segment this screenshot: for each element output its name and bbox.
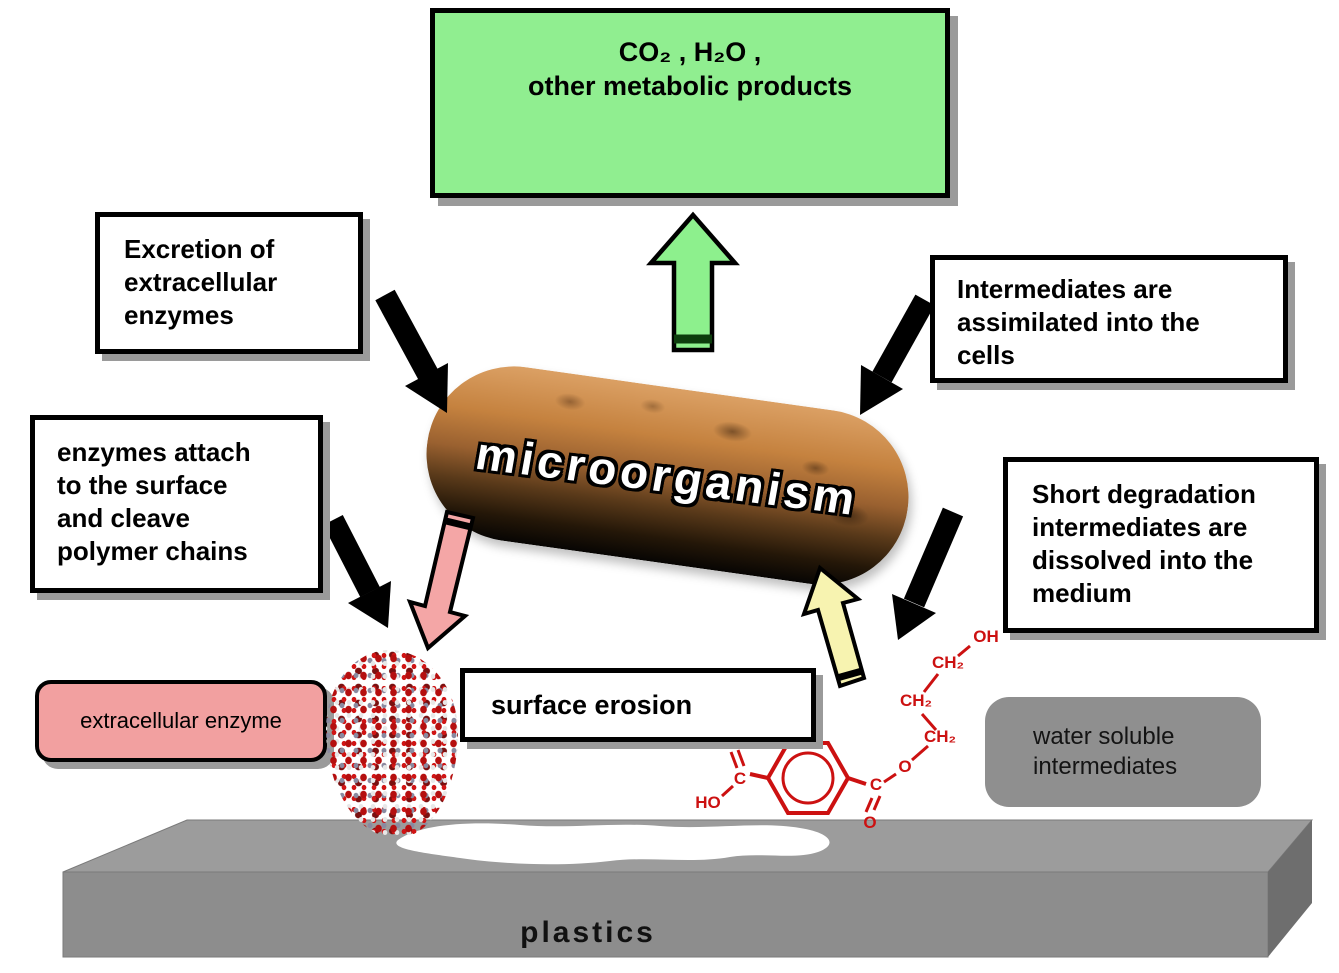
slab-front-face <box>62 871 1269 958</box>
water-soluble-intermediates-label: water soluble intermediates <box>1033 722 1178 780</box>
metabolic-products-label: CO₂ , H₂O , other metabolic products <box>527 37 853 102</box>
surface-erosion-label: surface erosion <box>491 689 693 720</box>
excretion-enzymes-box: Excretion of extracellular enzymes <box>95 212 363 354</box>
extracellular-enzyme-label: extracellular enzyme <box>80 708 282 734</box>
arrow-up-yellow-intermediates-icon <box>800 564 867 689</box>
molecule-o-right: O <box>863 813 876 832</box>
arrow-down-pink-enzyme-icon <box>406 509 476 652</box>
short-degradation-box: Short degradation intermediates are diss… <box>1003 457 1319 633</box>
arrow-intermediates-to-microorganism-icon <box>860 294 935 415</box>
water-soluble-intermediates-box: water soluble intermediates <box>985 697 1261 807</box>
arrow-up-metabolic-products-icon <box>646 211 740 353</box>
molecule-o-ester: O <box>898 757 911 776</box>
molecule-ch2-b: CH₂ <box>900 691 932 710</box>
molecule-ch2-c: CH₂ <box>932 653 964 672</box>
molecule-ch2-a: CH₂ <box>924 727 956 746</box>
intermediates-assimilated-box: Intermediates are assimilated into the c… <box>930 255 1288 383</box>
molecule-oh-top: OH <box>973 627 999 646</box>
benzene-ring-circle <box>781 751 835 805</box>
enzyme-cluster-illustration <box>326 650 458 838</box>
short-degradation-label: Short degradation intermediates are diss… <box>1032 479 1256 609</box>
arrow-degradation-to-molecule-icon <box>892 507 964 640</box>
surface-erosion-pit <box>396 823 830 865</box>
intermediates-assimilated-label: Intermediates are assimilated into the c… <box>957 274 1200 371</box>
metabolic-products-box: CO₂ , H₂O , other metabolic products <box>430 8 950 198</box>
arrow-enzymes-to-cluster-icon <box>323 514 391 628</box>
extracellular-enzyme-box: extracellular enzyme <box>35 680 327 762</box>
molecule-ho-left: HO <box>695 793 721 812</box>
molecule-c-left: C <box>734 769 746 788</box>
arrow-excretion-to-microorganism-icon <box>375 289 448 413</box>
excretion-enzymes-label: Excretion of extracellular enzymes <box>124 234 278 331</box>
molecule-structure: C O HO C O O CH₂ CH₂ CH₂ OH <box>695 627 999 832</box>
plastics-label: plastics <box>520 916 656 949</box>
surface-erosion-box: surface erosion <box>460 668 816 742</box>
enzymes-attach-label: enzymes attach to the surface and cleave… <box>57 437 251 567</box>
enzymes-attach-box: enzymes attach to the surface and cleave… <box>30 415 323 593</box>
molecule-c-right: C <box>870 775 882 794</box>
plastics-slab: plastics <box>62 819 1314 958</box>
slab-side-face <box>1268 820 1312 957</box>
